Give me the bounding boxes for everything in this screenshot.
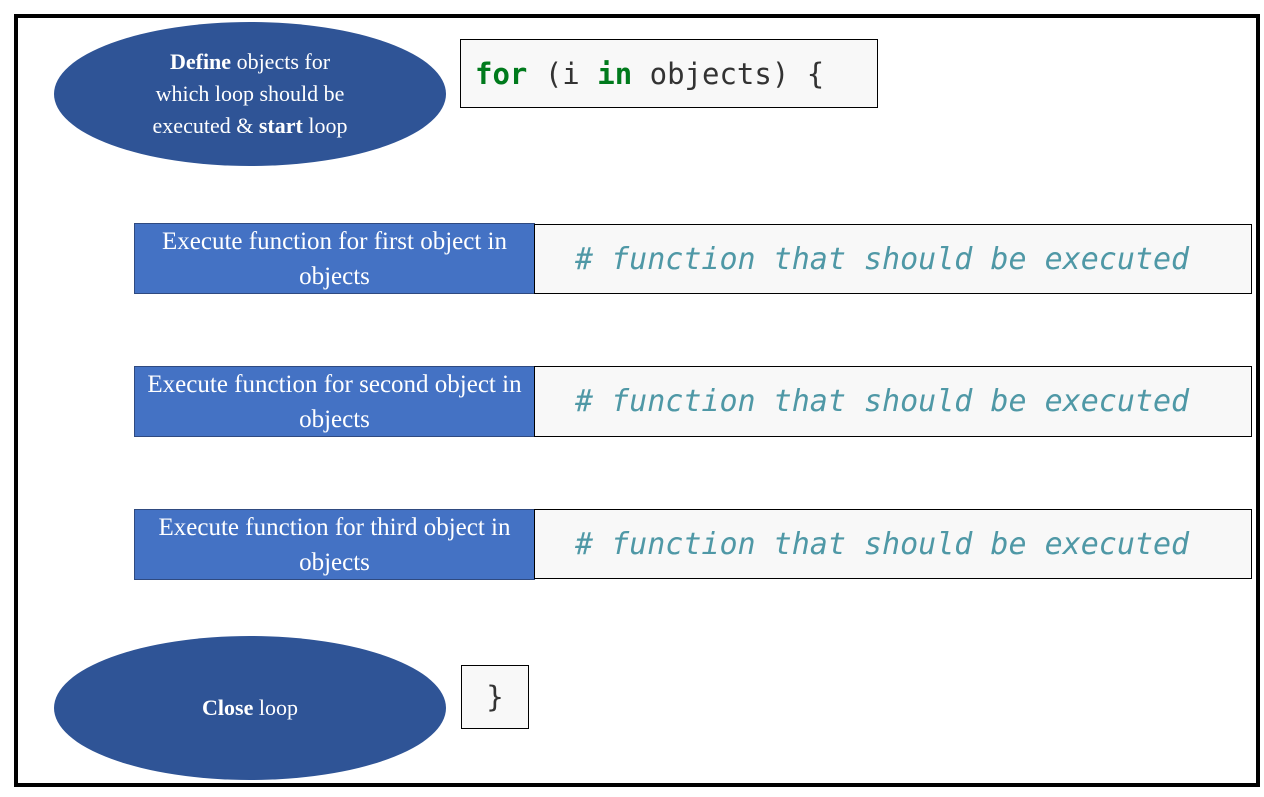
define-word: Define xyxy=(169,49,232,74)
start-loop-text: Define objects for which loop should be … xyxy=(152,49,348,138)
row-label-second: Execute function for second object in ob… xyxy=(134,366,535,437)
closing-brace-code: } xyxy=(461,665,529,729)
row-code-third: # function that should be executed xyxy=(534,509,1252,579)
row-code-second: # function that should be executed xyxy=(534,366,1252,437)
close-loop-ellipse: Close loop xyxy=(54,636,446,780)
close-word: Close xyxy=(202,695,254,720)
row-code-first: # function that should be executed xyxy=(534,224,1252,294)
close-loop-text: Close loop xyxy=(202,695,298,720)
start-word: start xyxy=(258,113,303,138)
row-label-first: Execute function for first object in obj… xyxy=(134,223,535,294)
code-comment: # function that should be executed xyxy=(575,384,1190,419)
keyword-for: for xyxy=(475,56,528,91)
start-loop-ellipse: Define objects for which loop should be … xyxy=(54,22,446,166)
code-comment: # function that should be executed xyxy=(575,241,1190,277)
code-comment: # function that should be executed xyxy=(575,526,1190,562)
keyword-in: in xyxy=(597,56,633,91)
row-label-third: Execute function for third object in obj… xyxy=(134,509,535,580)
for-loop-code: for (i in objects) { xyxy=(460,39,878,108)
closing-brace: } xyxy=(486,680,504,714)
